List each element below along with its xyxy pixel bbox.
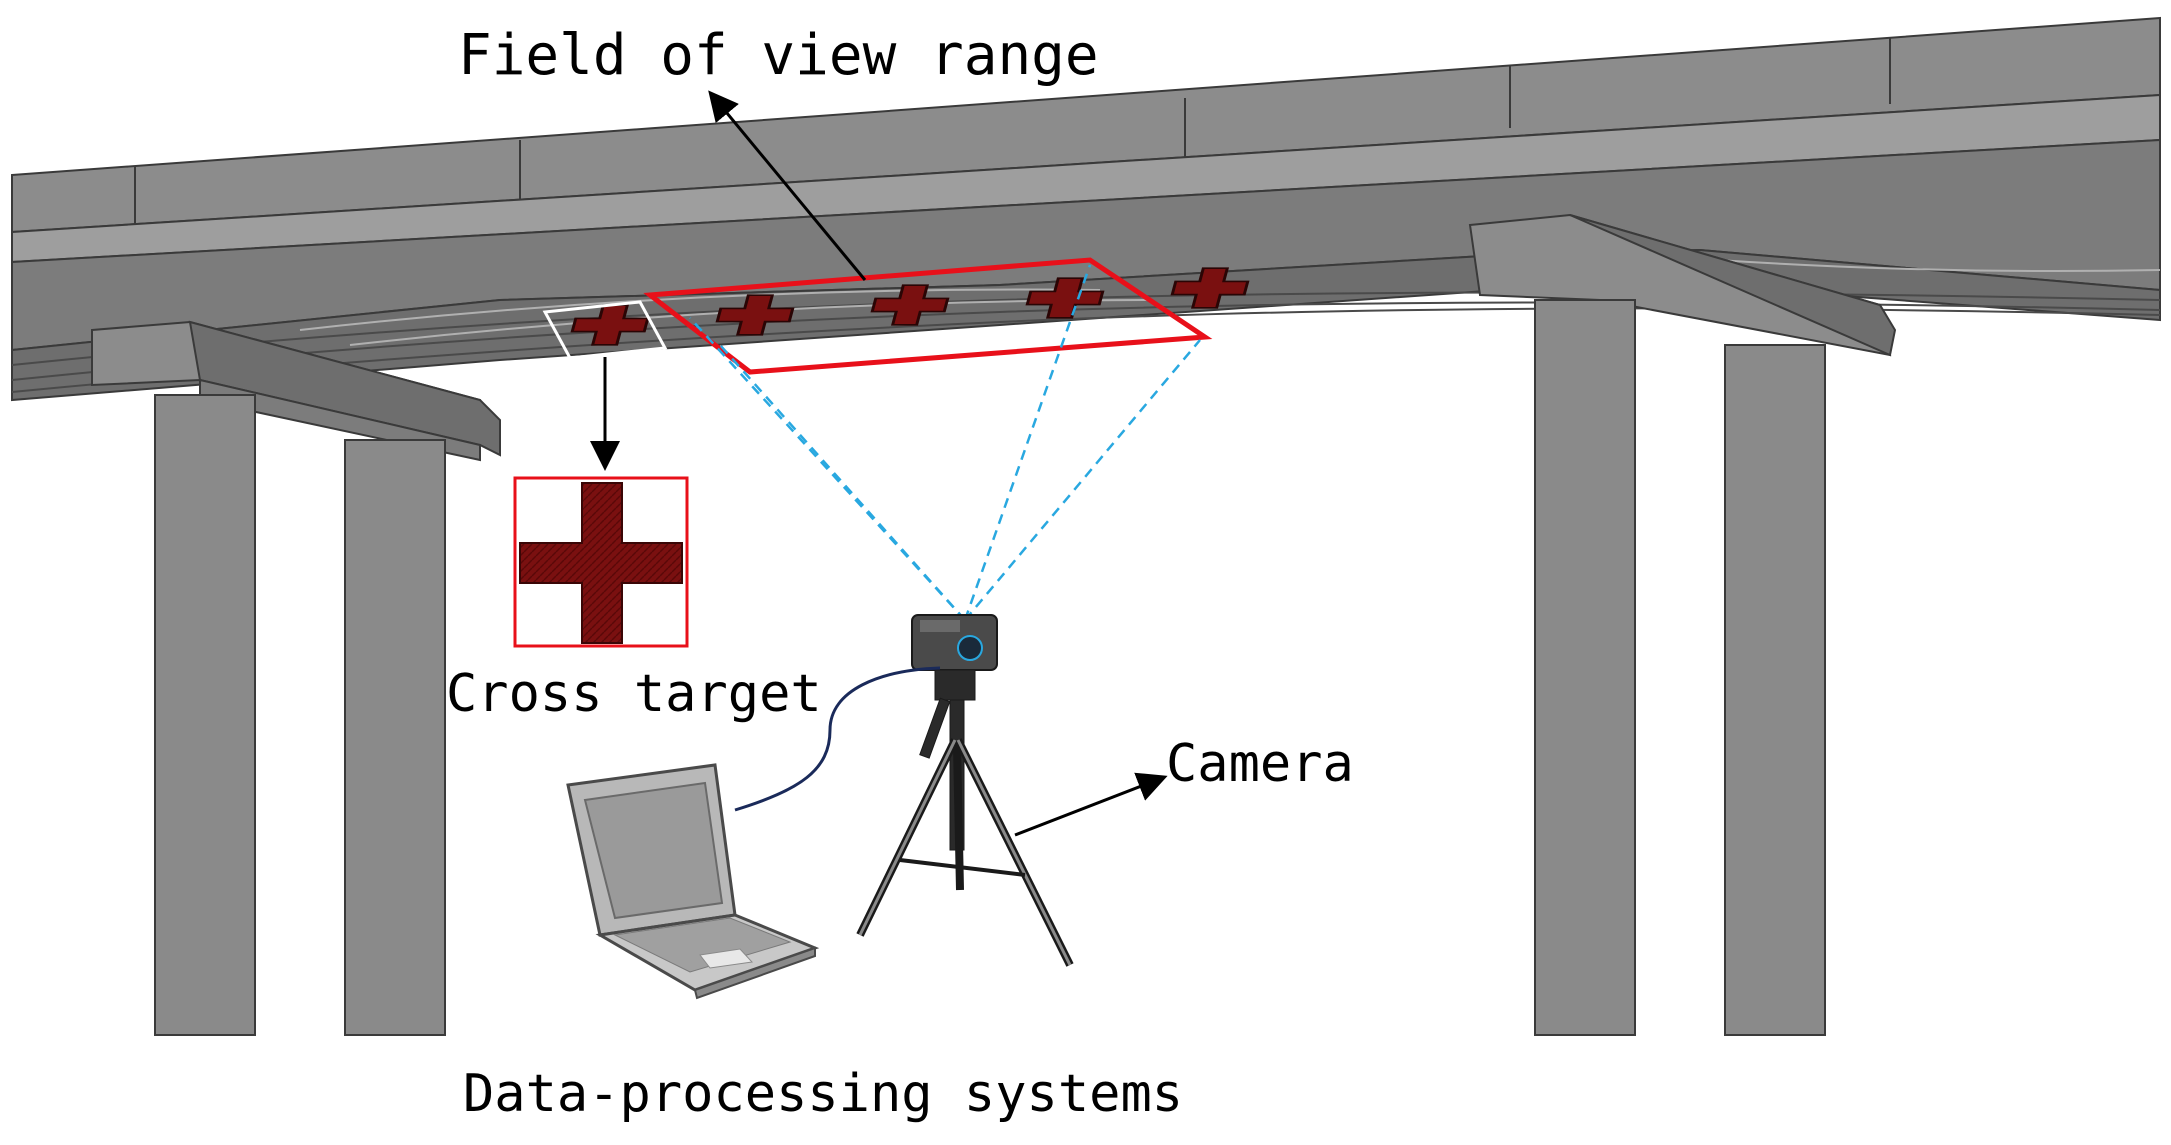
left-pier bbox=[91, 320, 501, 1036]
data-cable bbox=[734, 666, 941, 812]
data-processing-label: Data-processing systems bbox=[463, 1064, 1184, 1124]
cross-target-icon bbox=[519, 482, 683, 644]
field-of-view-label: Field of view range bbox=[458, 23, 1099, 88]
camera-arrow bbox=[1014, 772, 1168, 837]
cross-target-icon bbox=[570, 304, 650, 346]
camera-sightlines bbox=[689, 264, 1201, 621]
cross-target-icon bbox=[715, 294, 795, 336]
target-selector-box bbox=[542, 300, 668, 360]
cross-target-label: Cross target bbox=[446, 664, 822, 724]
camera-icon bbox=[911, 614, 998, 671]
tripod-icon bbox=[856, 669, 1074, 967]
right-pier bbox=[1468, 213, 1897, 1036]
fov-arrow bbox=[708, 90, 867, 281]
cross-target-icon bbox=[870, 284, 950, 326]
cross-target-icon bbox=[1025, 277, 1105, 319]
cross-target-enlarged bbox=[513, 476, 689, 648]
field-of-view-outline bbox=[643, 257, 1213, 375]
laptop-icon bbox=[566, 763, 820, 1000]
camera-label: Camera bbox=[1166, 734, 1354, 794]
deck-targets bbox=[570, 267, 1250, 346]
cross-target-icon bbox=[1170, 267, 1250, 309]
